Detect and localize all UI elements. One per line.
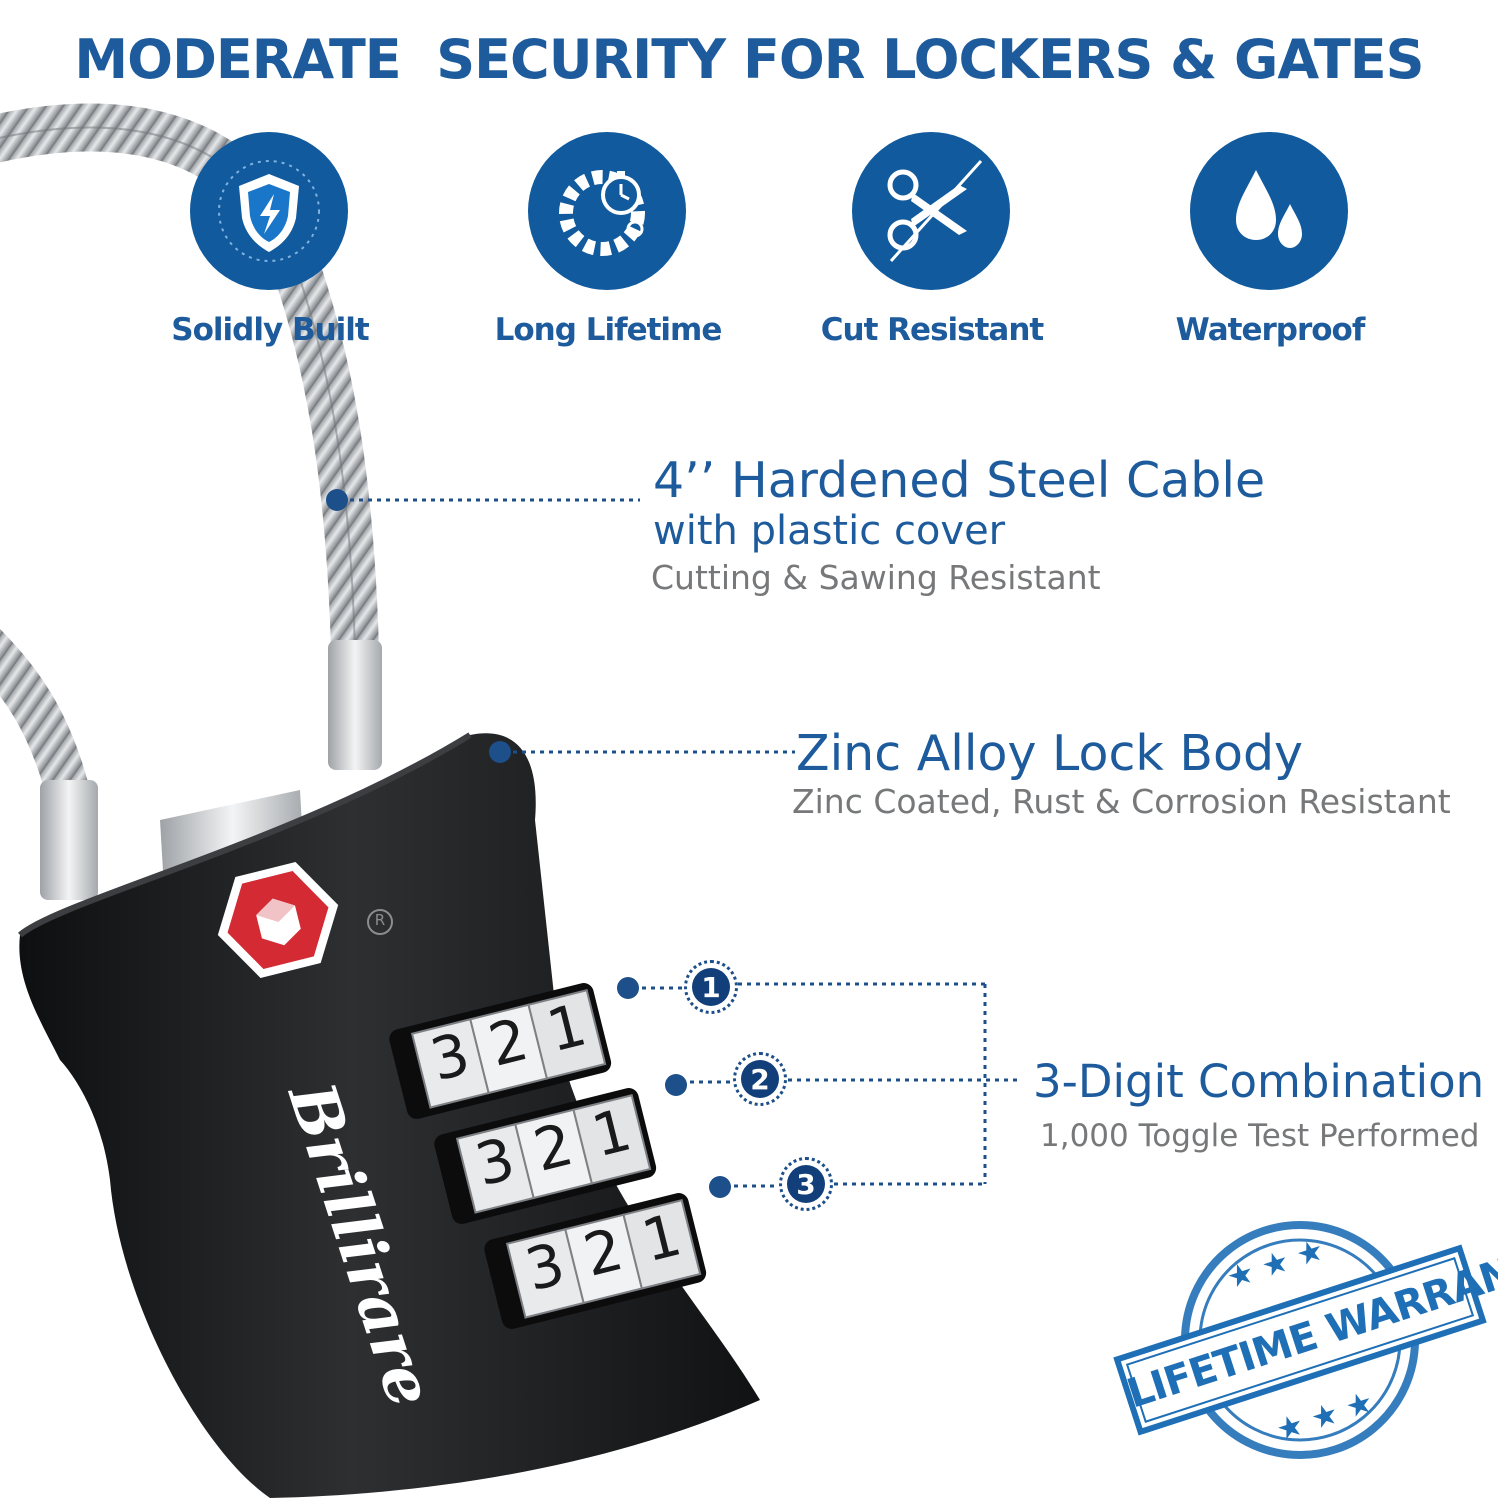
tsa-logo bbox=[217, 862, 339, 978]
badge-number: 1 bbox=[692, 968, 730, 1006]
cable-sleeve-left bbox=[40, 780, 98, 900]
registered-mark: R bbox=[374, 911, 386, 929]
body-detail: Zinc Coated, Rust & Corrosion Resistant bbox=[792, 782, 1451, 821]
feature-long-lifetime: Long Lifetime bbox=[458, 132, 758, 362]
shield-lightning-icon bbox=[218, 160, 320, 262]
cable-detail: Cutting & Sawing Resistant bbox=[651, 558, 1101, 597]
combo-title: 3-Digit Combination bbox=[1033, 1055, 1485, 1108]
gear-stopwatch-icon bbox=[559, 170, 645, 256]
callout-lines bbox=[326, 489, 1020, 1198]
feature-label: Long Lifetime bbox=[494, 312, 723, 348]
water-drops-icon bbox=[1236, 170, 1302, 248]
scissors-cut-icon bbox=[887, 159, 983, 263]
badge-number: 2 bbox=[741, 1060, 779, 1098]
combo-badge-3: 3 bbox=[779, 1157, 833, 1211]
cable-subtitle: with plastic cover bbox=[653, 508, 1006, 554]
registered-mark-circle bbox=[367, 909, 393, 935]
feature-cut-resistant: Cut Resistant bbox=[782, 132, 1082, 362]
feature-label: Solidly Built bbox=[171, 312, 369, 348]
badge-number: 3 bbox=[787, 1165, 825, 1203]
combo-badge-2: 2 bbox=[733, 1052, 787, 1106]
feature-solidly-built: Solidly Built bbox=[120, 132, 420, 362]
body-title: Zinc Alloy Lock Body bbox=[796, 725, 1304, 782]
headline: MODERATE SECURITY FOR LOCKERS & GATES bbox=[74, 28, 1424, 91]
feature-waterproof: Waterproof bbox=[1120, 132, 1420, 362]
combo-detail: 1,000 Toggle Test Performed bbox=[1040, 1118, 1480, 1154]
combination-dials bbox=[389, 983, 707, 1329]
steel-cable-lower bbox=[0, 628, 92, 822]
feature-label: Cut Resistant bbox=[820, 312, 1044, 348]
warranty-stamp: ★ ★ ★ ★ ★ ★ bbox=[1113, 1221, 1487, 1459]
cable-title: 4’’ Hardened Steel Cable bbox=[653, 452, 1266, 509]
cable-sleeve-right bbox=[328, 640, 382, 770]
combo-badge-1: 1 bbox=[684, 960, 738, 1014]
feature-label: Waterproof bbox=[1175, 312, 1366, 348]
